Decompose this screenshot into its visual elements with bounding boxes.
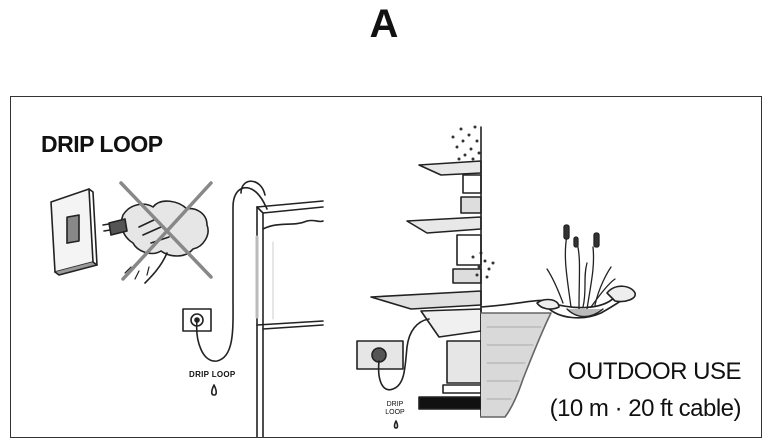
fountain-foliage bbox=[451, 125, 495, 279]
instruction-panel: DRIP LOOP DRIP LOOP DRIP LOOP OUTDOOR US… bbox=[10, 96, 762, 438]
prohibited-cross-icon bbox=[119, 181, 213, 281]
right-cord bbox=[377, 318, 430, 391]
wall-switch-plate bbox=[50, 188, 98, 276]
section-letter: A bbox=[369, 2, 399, 46]
pond bbox=[480, 126, 636, 418]
right-outlet-icon bbox=[356, 340, 404, 370]
drip-loop-label-left: DRIP LOOP bbox=[189, 370, 236, 379]
cable-length-caption: (10 m · 20 ft cable) bbox=[549, 395, 742, 422]
outdoor-use-caption: OUTDOOR USE bbox=[567, 358, 742, 385]
left-cord bbox=[195, 186, 268, 362]
illustration bbox=[50, 125, 636, 437]
left-water-drop-icon bbox=[210, 384, 218, 396]
tiered-fountain bbox=[370, 160, 482, 410]
aquarium bbox=[255, 200, 324, 437]
drip-loop-title: DRIP LOOP bbox=[41, 131, 163, 157]
right-water-drop-icon bbox=[393, 420, 399, 429]
pond-reeds bbox=[546, 224, 616, 318]
drip-loop-label-right: DRIP LOOP bbox=[385, 401, 405, 416]
